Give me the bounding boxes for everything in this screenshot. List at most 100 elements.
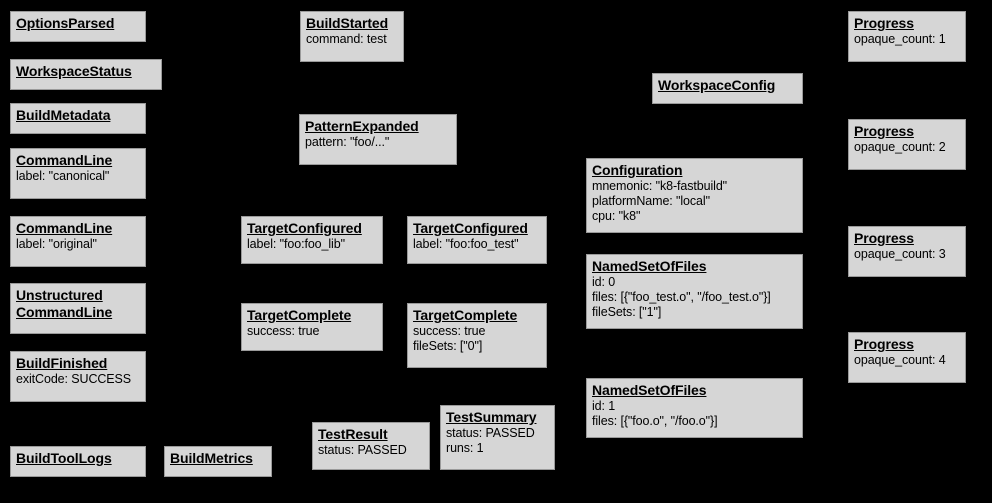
node-field: opaque_count: 3: [854, 247, 946, 261]
node-field: cpu: "k8": [592, 209, 641, 223]
node-title: BuildStarted: [306, 15, 398, 32]
node-title-line: Unstructured: [16, 287, 103, 303]
node-title: Progress: [854, 336, 960, 353]
node-title-line: CommandLine: [16, 220, 113, 236]
node-title: CommandLine: [16, 220, 140, 237]
node-field: fileSets: ["0"]: [413, 339, 483, 353]
node-title: BuildFinished: [16, 355, 140, 372]
node-field: mnemonic: "k8-fastbuild": [592, 179, 728, 193]
node-fields: label: "foo:foo_test": [413, 237, 541, 252]
node-fields: opaque_count: 1: [854, 32, 960, 47]
node-fields: label: "foo:foo_lib": [247, 237, 377, 252]
node-title: NamedSetOfFiles: [592, 382, 797, 399]
node-title-line: TestSummary: [446, 409, 537, 425]
node-field: label: "foo:foo_lib": [247, 237, 345, 251]
node-field: opaque_count: 4: [854, 353, 946, 367]
node-title-line: CommandLine: [16, 304, 113, 320]
node-title: TargetComplete: [247, 307, 377, 324]
node-build-metadata[interactable]: BuildMetadata: [10, 103, 146, 134]
node-title-line: TestResult: [318, 426, 388, 442]
node-title-line: TargetComplete: [413, 307, 518, 323]
node-title: WorkspaceStatus: [16, 63, 156, 80]
node-fields: success: true: [247, 324, 377, 339]
node-fields: opaque_count: 2: [854, 140, 960, 155]
node-title-line: BuildMetadata: [16, 107, 111, 123]
node-workspace-status[interactable]: WorkspaceStatus: [10, 59, 162, 90]
node-field: opaque_count: 2: [854, 140, 946, 154]
node-title-line: OptionsParsed: [16, 15, 115, 31]
node-field: command: test: [306, 32, 387, 46]
node-title: WorkspaceConfig: [658, 77, 797, 94]
node-field: opaque_count: 1: [854, 32, 946, 46]
node-title-line: Progress: [854, 15, 914, 31]
node-title-line: Configuration: [592, 162, 683, 178]
node-fields: opaque_count: 3: [854, 247, 960, 262]
node-title-line: BuildFinished: [16, 355, 108, 371]
node-field: pattern: "foo/...": [305, 135, 390, 149]
node-title: BuildMetadata: [16, 107, 140, 124]
node-title-line: TargetComplete: [247, 307, 352, 323]
node-title: PatternExpanded: [305, 118, 451, 135]
node-build-tool-logs[interactable]: BuildToolLogs: [10, 446, 146, 477]
node-title: NamedSetOfFiles: [592, 258, 797, 275]
node-title: TargetComplete: [413, 307, 541, 324]
node-title-line: Progress: [854, 336, 914, 352]
node-field: label: "original": [16, 237, 97, 251]
node-title-line: TargetConfigured: [247, 220, 362, 236]
node-title-line: PatternExpanded: [305, 118, 419, 134]
node-fields: exitCode: SUCCESS: [16, 372, 140, 387]
node-title: TargetConfigured: [247, 220, 377, 237]
node-title: Configuration: [592, 162, 797, 179]
node-field: success: true: [247, 324, 320, 338]
node-field: label: "foo:foo_test": [413, 237, 519, 251]
node-field: files: [{"foo.o", "/foo.o"}]: [592, 414, 718, 428]
node-title-line: BuildMetrics: [170, 450, 253, 466]
node-workspace-config[interactable]: WorkspaceConfig: [652, 73, 803, 104]
node-field: runs: 1: [446, 441, 484, 455]
node-field: label: "canonical": [16, 169, 110, 183]
node-title: TestResult: [318, 426, 424, 443]
node-options-parsed[interactable]: OptionsParsed: [10, 11, 146, 42]
node-field: id: 0: [592, 275, 616, 289]
node-fields: mnemonic: "k8-fastbuild"platformName: "l…: [592, 179, 797, 224]
node-title-line: BuildToolLogs: [16, 450, 112, 466]
node-title-line: Progress: [854, 123, 914, 139]
node-title: BuildMetrics: [170, 450, 266, 467]
node-field: status: PASSED: [318, 443, 407, 457]
node-fields: opaque_count: 4: [854, 353, 960, 368]
node-fields: command: test: [306, 32, 398, 47]
node-title-line: Progress: [854, 230, 914, 246]
node-title-line: CommandLine: [16, 152, 113, 168]
node-build-metrics[interactable]: BuildMetrics: [164, 446, 272, 477]
node-title-line: TargetConfigured: [413, 220, 528, 236]
node-title: OptionsParsed: [16, 15, 140, 32]
node-title: BuildToolLogs: [16, 450, 140, 467]
node-title: CommandLine: [16, 152, 140, 169]
node-title: Progress: [854, 15, 960, 32]
node-field: success: true: [413, 324, 486, 338]
node-title-line: WorkspaceStatus: [16, 63, 132, 79]
